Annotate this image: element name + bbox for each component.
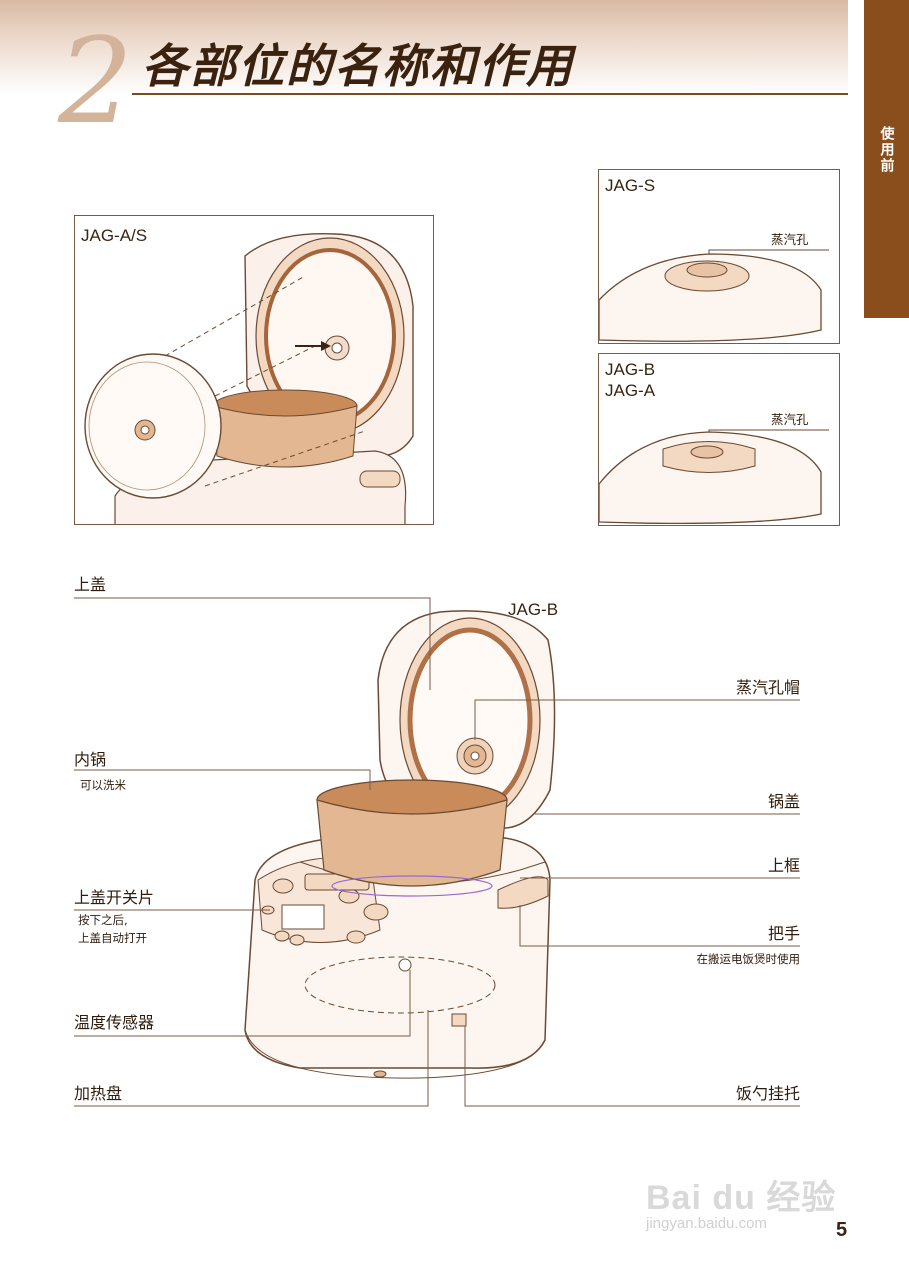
label-handle: 把手	[767, 924, 800, 943]
model-label: JAG-A/S	[81, 226, 148, 245]
side-tab-label: 使用前	[878, 126, 895, 174]
page-number: 5	[836, 1219, 848, 1241]
label-temp-sensor: 温度传感器	[74, 1013, 155, 1032]
label-heating-plate: 加热盘	[74, 1084, 123, 1103]
label-lid-switch-note-2: 上盖自动打开	[78, 931, 147, 945]
lid-top-illustration	[599, 429, 829, 525]
figure-jag-s: JAG-S 蒸汽孔	[598, 169, 840, 344]
chapter-number: 2	[58, 12, 134, 150]
watermark-url: jingyan.baidu.com	[646, 1215, 767, 1232]
figure-jag-ba: JAG-B JAG-A 蒸汽孔	[598, 353, 840, 526]
label-lid-switch-note-1: 按下之后,	[78, 913, 128, 927]
model-label-1: JAG-B	[605, 360, 656, 379]
model-label: JAG-S	[605, 176, 656, 195]
label-handle-note: 在搬运电饭煲时使用	[696, 952, 801, 966]
label-inner-pot: 内锅	[74, 750, 107, 769]
watermark-logo: Bai du 经验	[646, 1179, 837, 1217]
figure-jag-as: JAG-A/S	[74, 215, 434, 525]
label-lid-switch: 上盖开关片	[74, 888, 155, 907]
model-label-2: JAG-A	[605, 381, 656, 400]
label-top-lid: 上盖	[74, 575, 107, 594]
rice-cooker-open-illustration	[84, 232, 414, 524]
label-pot-lid: 锅盖	[767, 792, 800, 811]
label-inner-pot-note: 可以洗米	[80, 778, 126, 792]
label-steam-cap: 蒸汽孔帽	[735, 678, 800, 697]
steam-vent-label: 蒸汽孔	[771, 412, 809, 427]
label-upper-frame: 上框	[767, 856, 800, 875]
title-rule	[132, 93, 848, 95]
page-title: 各部位的名称和作用	[142, 39, 574, 93]
main-model-label: JAG-B	[508, 600, 559, 619]
side-tab[interactable]	[864, 0, 909, 318]
label-spoon-holder: 饭勺挂托	[735, 1084, 800, 1103]
steam-vent-label: 蒸汽孔	[771, 232, 809, 247]
lid-top-illustration	[599, 249, 829, 342]
header-band	[0, 0, 848, 95]
